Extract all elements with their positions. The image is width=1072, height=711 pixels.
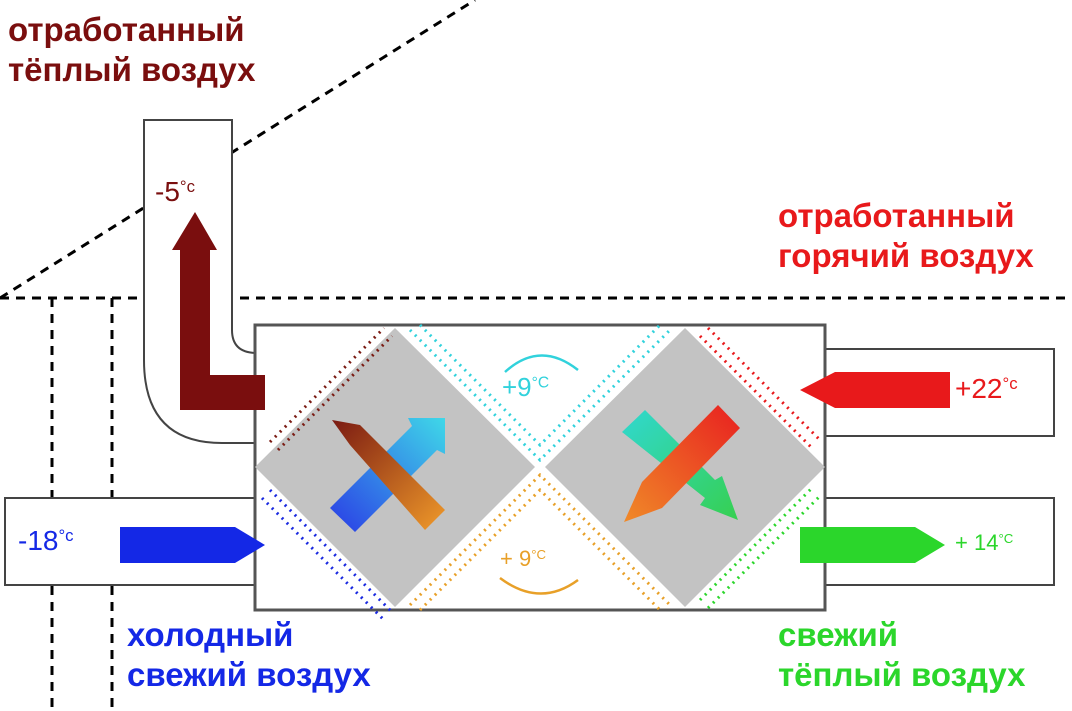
exhaust-arrow-icon <box>172 212 265 410</box>
lower-gap-unit: °C <box>531 546 547 562</box>
hatch-blue <box>260 488 394 622</box>
cold-fresh-label: холодный свежий воздух <box>127 615 371 695</box>
exhaust-warm-label: отработанный тёплый воздух <box>8 10 255 90</box>
exhaust-out-unit: °c <box>179 176 196 196</box>
exhaust-hot-label: отработанный горячий воздух <box>778 196 1034 276</box>
exhaust-out-value: -5 <box>155 176 180 207</box>
hatch-dark-red <box>268 326 394 452</box>
cold-fresh-label-line2: свежий воздух <box>127 656 371 693</box>
exhaust-warm-label-line2: тёплый воздух <box>8 51 256 88</box>
exhaust-hot-label-line1: отработанный <box>778 197 1015 234</box>
hatch-cyan <box>408 323 672 463</box>
hot-in-temperature: +22°c <box>955 373 1018 405</box>
upper-gap-unit: °C <box>531 374 550 392</box>
hot-in-unit: °c <box>1002 373 1018 393</box>
lower-gap-temperature: + 9°C <box>500 546 546 572</box>
hatch-orange <box>408 472 672 612</box>
cold-air-arrow-icon <box>120 527 265 563</box>
left-cross-arrow-brown-icon <box>332 420 445 530</box>
warm-out-unit: °C <box>998 530 1014 546</box>
cold-in-unit: °c <box>58 525 74 545</box>
fresh-warm-label-line1: свежий <box>778 616 899 653</box>
cold-in-value: -18 <box>18 525 59 556</box>
lower-circulation-arc <box>499 576 579 595</box>
upper-gap-temperature: +9°C <box>502 372 549 403</box>
warm-air-arrow-icon <box>800 527 945 563</box>
hot-air-arrow-icon <box>800 372 950 408</box>
lower-gap-value: + 9 <box>500 546 532 571</box>
exhaust-out-temperature: -5°c <box>155 176 195 208</box>
warm-out-temperature: + 14°C <box>955 530 1013 556</box>
fresh-warm-label: свежий тёплый воздух <box>778 615 1025 695</box>
flow-hatching <box>260 323 822 622</box>
warm-out-value: + 14 <box>955 530 999 555</box>
exhaust-warm-label-line1: отработанный <box>8 11 245 48</box>
cold-in-temperature: -18°c <box>18 525 74 557</box>
upper-gap-value: +9 <box>502 372 532 402</box>
upper-circulation-arc <box>504 354 579 373</box>
right-cross-arrow-red-icon <box>624 405 740 522</box>
roof-line <box>0 0 476 300</box>
hot-in-value: +22 <box>955 373 1003 404</box>
fresh-warm-label-line2: тёплый воздух <box>778 656 1026 693</box>
exhaust-hot-label-line2: горячий воздух <box>778 237 1034 274</box>
cold-fresh-label-line1: холодный <box>127 616 294 653</box>
